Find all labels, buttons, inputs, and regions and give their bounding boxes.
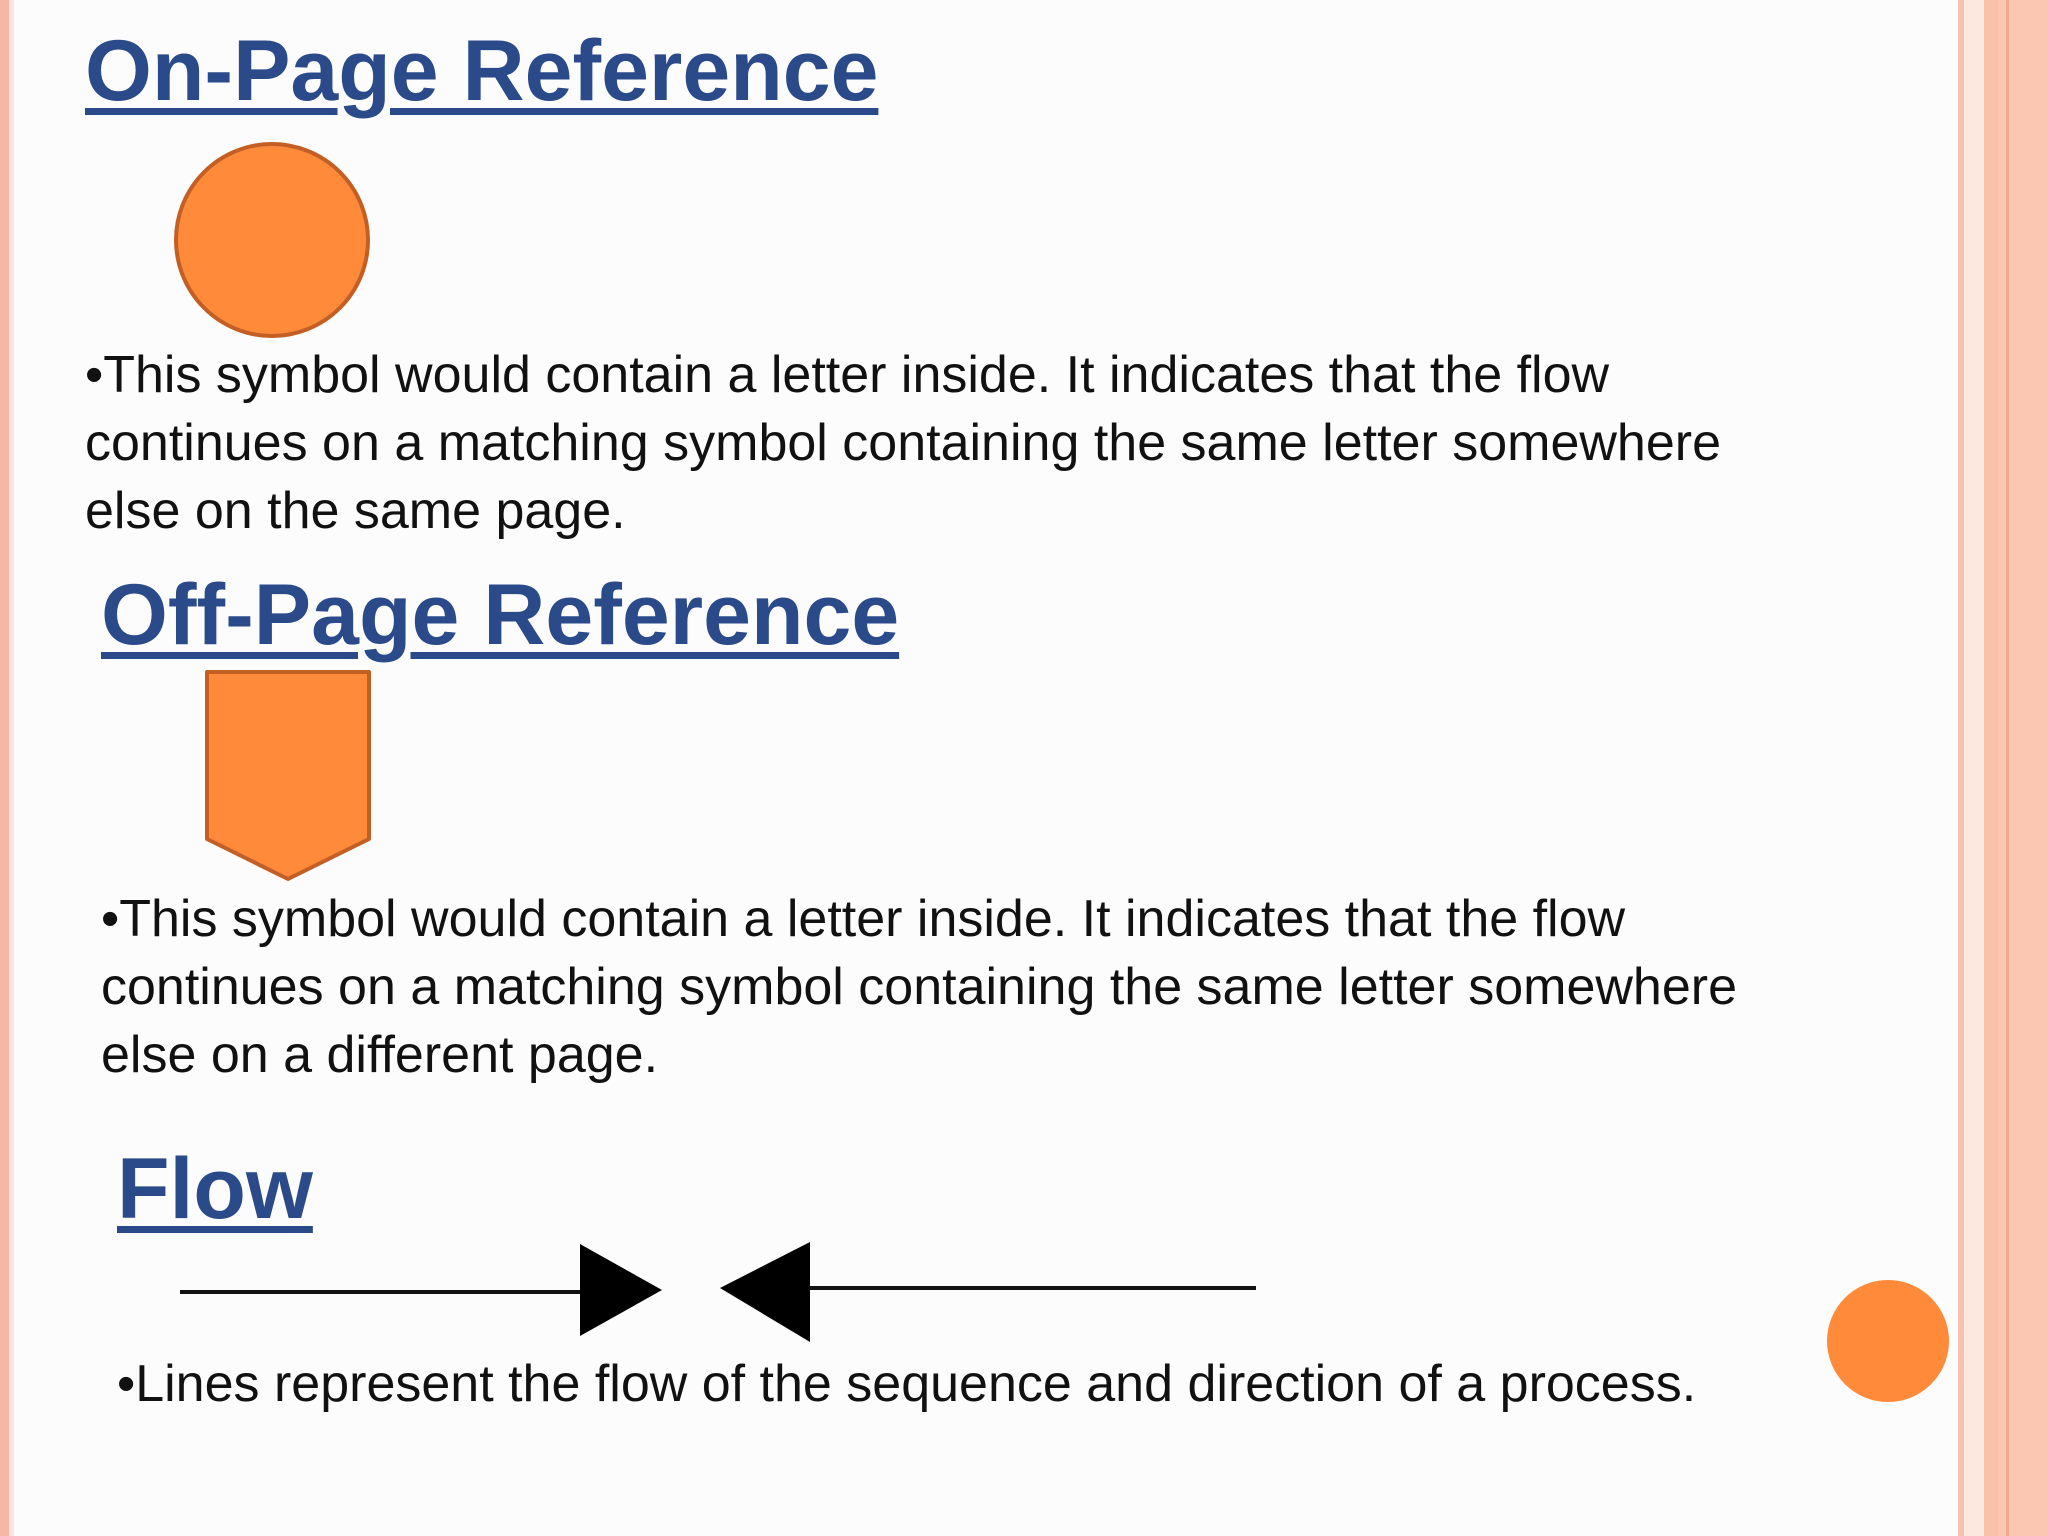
- flow-heading: Flow: [117, 1141, 313, 1237]
- decorative-circle: [1827, 1280, 1949, 1402]
- flow-arrows: [180, 1242, 1256, 1342]
- right-border-strip: [1964, 0, 1984, 1536]
- description-line: •This symbol would contain a letter insi…: [101, 890, 1626, 948]
- on-page-reference-description: •This symbol would contain a letter insi…: [85, 341, 1721, 545]
- on-page-reference-heading: On-Page Reference: [85, 23, 879, 119]
- description-line: •This symbol would contain a letter insi…: [85, 346, 1610, 404]
- description-line: continues on a matching symbol containin…: [85, 414, 1721, 472]
- description-line: else on the same page.: [85, 482, 626, 540]
- left-border-strip: [0, 0, 9, 1536]
- circle-connector-icon: [174, 142, 370, 338]
- off-page-reference-description: •This symbol would contain a letter insi…: [101, 885, 1737, 1089]
- left-border-strip-inner: [9, 0, 14, 1536]
- arrow-right-icon: [180, 1244, 662, 1336]
- flow-description: •Lines represent the flow of the sequenc…: [117, 1355, 1697, 1413]
- description-line: else on a different page.: [101, 1026, 659, 1084]
- arrow-left-icon: [720, 1242, 1256, 1342]
- pentagon-connector-icon: [205, 670, 371, 881]
- description-line: continues on a matching symbol containin…: [101, 958, 1737, 1016]
- right-border-strip: [1958, 0, 1964, 1536]
- right-border-strip: [1984, 0, 1998, 1536]
- right-border-line: [2006, 0, 2009, 1536]
- off-page-reference-heading: Off-Page Reference: [101, 567, 900, 663]
